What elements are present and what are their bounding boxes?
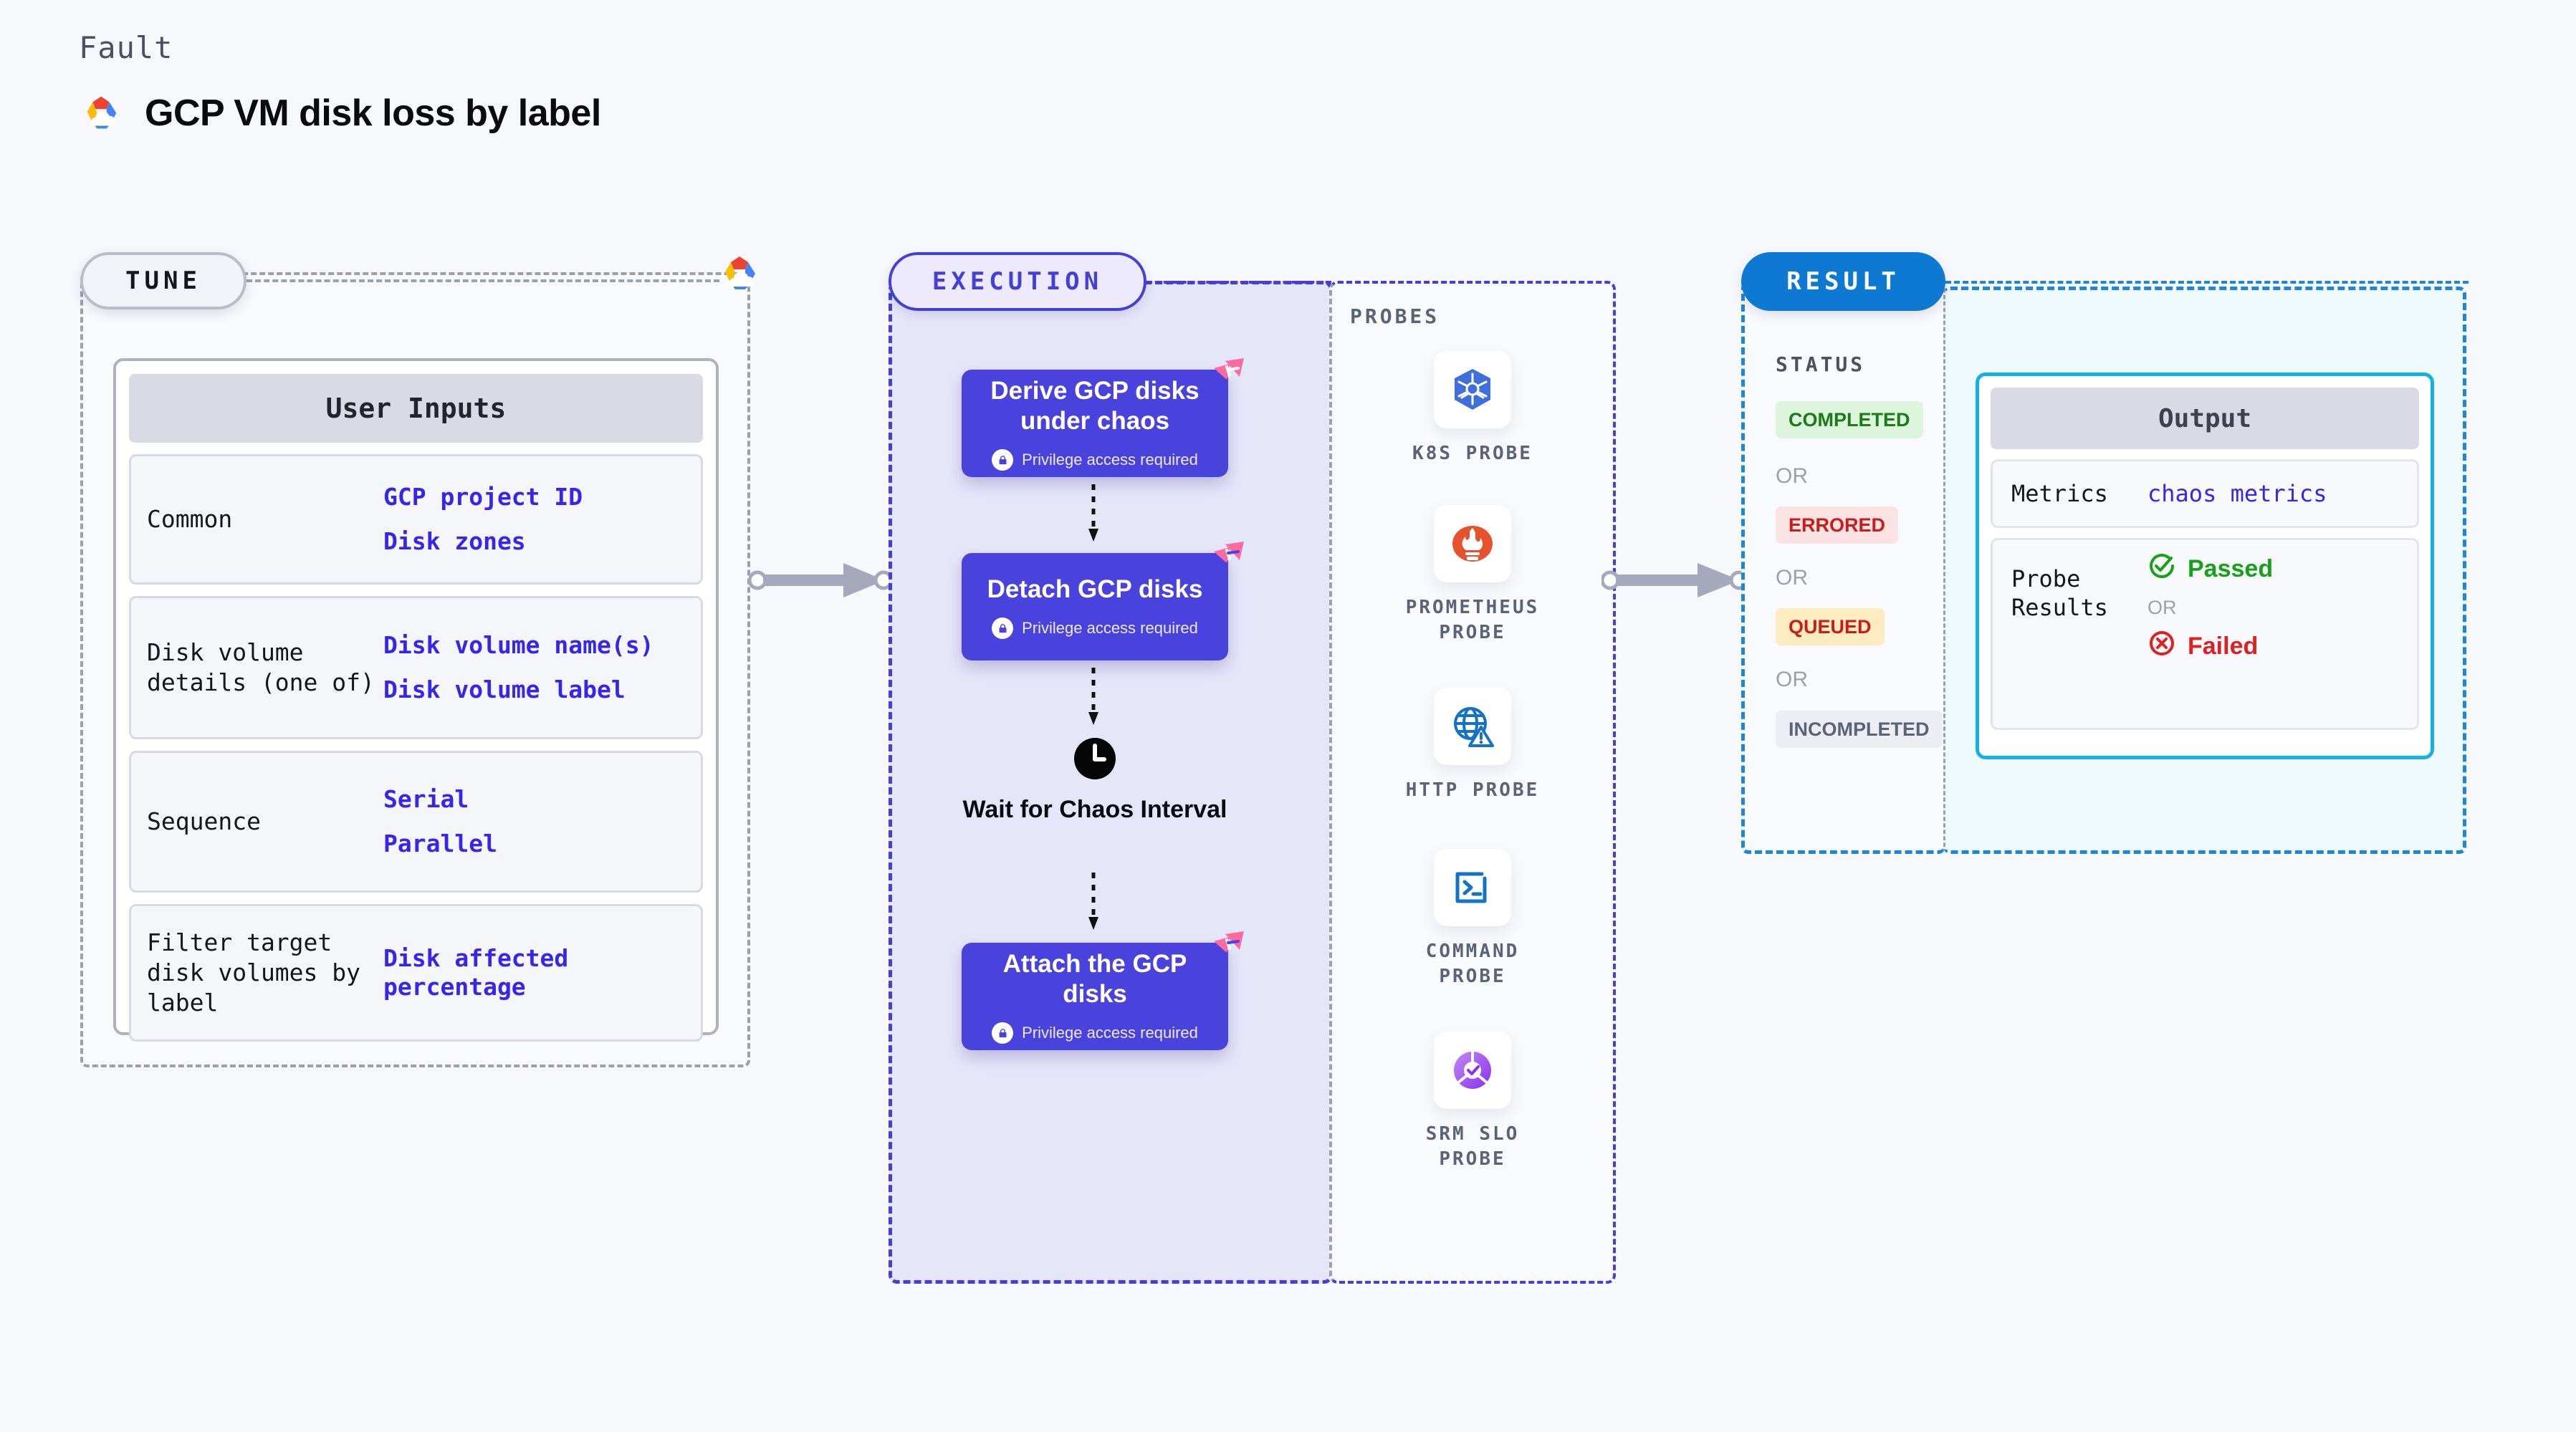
- wait-label: Wait for Chaos Interval: [962, 796, 1227, 823]
- tune-row-label: Disk volume details (one of): [147, 638, 375, 696]
- tune-row-value[interactable]: Parallel: [383, 830, 497, 857]
- litmus-ribbon-icon: [1208, 926, 1247, 967]
- gcp-logo-icon: [717, 252, 762, 298]
- probe-label: COMMAND PROBE: [1425, 941, 1520, 988]
- tune-row: Disk volume details (one of) Disk volume…: [129, 596, 703, 739]
- probe-label: K8S PROBE: [1412, 443, 1533, 464]
- probe-label: SRM SLO PROBE: [1425, 1123, 1520, 1171]
- clock-icon: [1073, 736, 1117, 784]
- or-separator: OR: [2148, 597, 2177, 618]
- x-circle-icon: [2148, 629, 2176, 664]
- step-connector-arrow: [1088, 668, 1098, 729]
- metrics-label: Metrics: [2011, 480, 2108, 507]
- privilege-note: Privilege access required: [992, 618, 1198, 639]
- probes-panel: [1329, 281, 1616, 1284]
- step-connector-arrow: [1088, 484, 1098, 546]
- status-badge: QUEUED: [1776, 608, 1885, 645]
- step-title: Attach the GCP disks: [1002, 950, 1187, 1008]
- tune-row: Filter target disk volumes by label Disk…: [129, 904, 703, 1042]
- tune-row-value[interactable]: Disk volume label: [383, 676, 626, 703]
- status-badge: COMPLETED: [1776, 401, 1923, 438]
- tune-dash-connector: [246, 279, 719, 282]
- execution-dash-connector: [1146, 281, 1331, 284]
- failed-label: Failed: [2188, 633, 2259, 660]
- step-connector-arrow: [1088, 873, 1098, 934]
- privilege-label: Privilege access required: [1022, 619, 1198, 637]
- lock-icon: [992, 618, 1014, 639]
- srm-slo-icon: [1434, 1032, 1511, 1109]
- tune-row-value[interactable]: Disk affected percentage: [383, 944, 569, 1001]
- tune-row-value[interactable]: Disk zones: [383, 527, 526, 555]
- result-dash-connector: [1945, 281, 2469, 284]
- status-title: STATUS: [1776, 352, 1866, 376]
- lock-icon: [992, 1022, 1014, 1044]
- probe-item-command[interactable]: COMMAND PROBE: [1390, 849, 1555, 989]
- prometheus-icon: [1434, 505, 1511, 582]
- tune-row-label: Filter target disk volumes by label: [147, 928, 361, 1017]
- step-title: Derive GCP disks under chaos: [990, 377, 1200, 435]
- connector-arrow-execution-result: [1600, 559, 1749, 605]
- or-separator: OR: [1776, 464, 1808, 488]
- terminal-icon: [1434, 849, 1511, 926]
- globe-warning-icon: [1434, 688, 1511, 765]
- execution-step-card[interactable]: Attach the GCP disks Privilege access re…: [962, 931, 1244, 1050]
- probe-results-label: Probe Results: [2011, 565, 2108, 621]
- execution-pill[interactable]: EXECUTION: [889, 252, 1146, 311]
- output-title: Output: [1991, 388, 2419, 449]
- result-status-panel: [1741, 281, 1945, 854]
- tune-row-label: Sequence: [147, 807, 261, 835]
- output-card: Output Metrics chaos metrics Probe Resul…: [1976, 373, 2434, 759]
- page-title: GCP VM disk loss by label: [145, 92, 601, 134]
- gcp-logo-icon: [79, 92, 123, 134]
- tune-row-value[interactable]: Serial: [383, 785, 469, 814]
- page-kicker: Fault: [79, 30, 173, 65]
- status-badge: ERRORED: [1776, 506, 1899, 544]
- status-badge: INCOMPLETED: [1776, 711, 1943, 748]
- output-row-probe-results: Probe Results Passed OR: [1991, 538, 2419, 730]
- tune-row: Common GCP project ID Disk zones: [129, 454, 703, 585]
- execution-step-card[interactable]: Detach GCP disks Privilege access requir…: [962, 542, 1244, 660]
- probe-item-prometheus[interactable]: PROMETHEUS PROBE: [1390, 505, 1555, 645]
- lock-icon: [992, 449, 1014, 471]
- tune-pill[interactable]: TUNE: [80, 252, 246, 309]
- probe-item-k8s[interactable]: K8S PROBE: [1390, 351, 1555, 466]
- probe-label: PROMETHEUS PROBE: [1405, 597, 1540, 644]
- tune-row: Sequence Serial Parallel: [129, 751, 703, 893]
- or-separator: OR: [1776, 566, 1808, 590]
- metrics-value[interactable]: chaos metrics: [2148, 480, 2327, 507]
- privilege-label: Privilege access required: [1022, 451, 1198, 468]
- probe-label: HTTP PROBE: [1405, 779, 1540, 801]
- litmus-ribbon-icon: [1208, 536, 1247, 577]
- privilege-note: Privilege access required: [992, 449, 1198, 471]
- probe-result-passed: Passed: [2148, 552, 2398, 587]
- probe-item-http[interactable]: HTTP PROBE: [1390, 688, 1555, 803]
- wait-step: Wait for Chaos Interval: [962, 736, 1228, 825]
- page-header: GCP VM disk loss by label: [79, 92, 601, 135]
- output-row-metrics: Metrics chaos metrics: [1991, 459, 2419, 528]
- litmus-ribbon-icon: [1208, 352, 1247, 394]
- result-pill[interactable]: RESULT: [1741, 252, 1945, 311]
- step-title: Detach GCP disks: [987, 575, 1203, 603]
- probes-title: PROBES: [1350, 304, 1440, 328]
- probe-result-failed: Failed: [2148, 629, 2398, 664]
- user-inputs-title: User Inputs: [129, 374, 703, 443]
- connector-arrow-tune-execution: [747, 559, 894, 605]
- execution-step-card[interactable]: Derive GCP disks under chaos Privilege a…: [962, 358, 1244, 477]
- check-circle-icon: [2148, 552, 2176, 587]
- probe-item-srm-slo[interactable]: SRM SLO PROBE: [1390, 1032, 1555, 1172]
- user-inputs-card: User Inputs Common GCP project ID Disk z…: [113, 358, 719, 1042]
- privilege-label: Privilege access required: [1022, 1024, 1198, 1042]
- kubernetes-icon: [1434, 351, 1511, 428]
- passed-label: Passed: [2188, 555, 2274, 582]
- privilege-note: Privilege access required: [992, 1022, 1198, 1044]
- tune-row-value[interactable]: GCP project ID: [383, 483, 583, 511]
- tune-row-label: Common: [147, 504, 233, 533]
- tune-row-value[interactable]: Disk volume name(s): [383, 631, 654, 660]
- or-separator: OR: [1776, 668, 1808, 691]
